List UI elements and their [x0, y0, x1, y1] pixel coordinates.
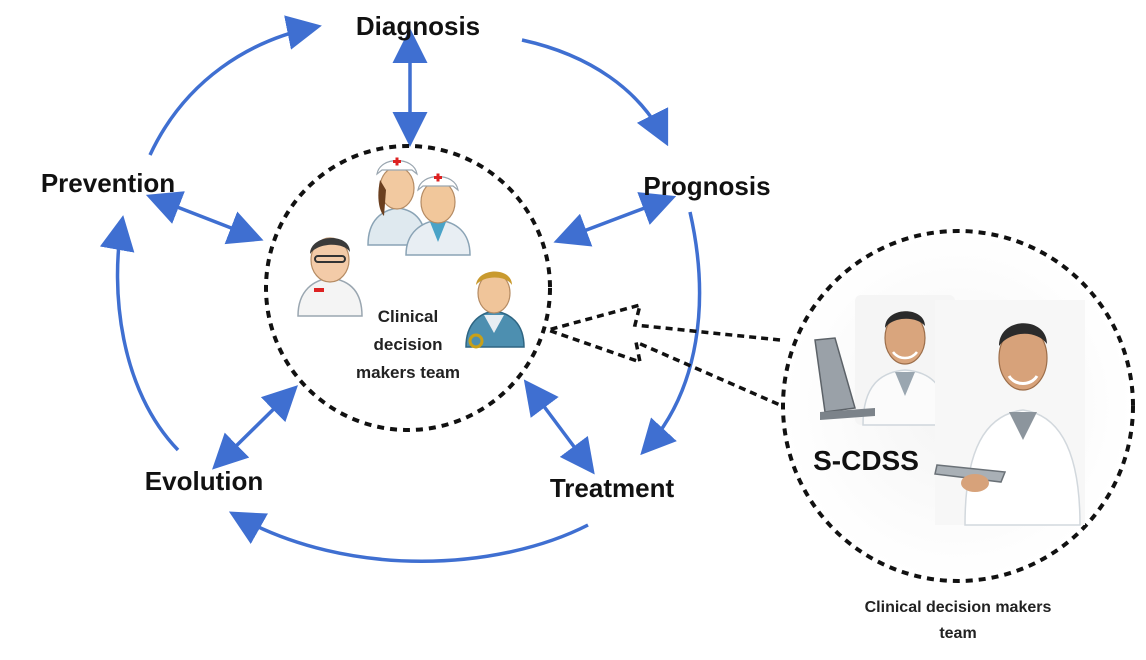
stage-evolution: Evolution: [145, 466, 263, 496]
arrow-treatment-to-evolution: [228, 511, 589, 563]
stage-prevention: Prevention: [41, 168, 175, 198]
doctor-icon: [405, 173, 471, 256]
arrow-prognosis-center: [553, 192, 677, 247]
arrow-prevention-to-diagnosis: [148, 15, 322, 156]
center-team-circle: [264, 144, 552, 432]
arrow-evolution-center: [212, 385, 298, 470]
arrow-treatment-center: [523, 379, 595, 475]
scdss-label: S-CDSS: [813, 445, 919, 476]
center-arrows: [145, 28, 677, 475]
arrow-evolution-to-prevention: [99, 215, 180, 452]
arrow-prognosis-to-treatment: [640, 211, 702, 456]
stage-prognosis: Prognosis: [643, 171, 770, 201]
arrow-prevention-center: [145, 191, 264, 245]
stage-treatment: Treatment: [550, 473, 675, 503]
physician-icon: [297, 237, 363, 317]
center-label-line1: Clinical: [378, 307, 438, 326]
arrow-diagnosis-to-prognosis: [521, 38, 669, 147]
laptop-doctor-icon: [814, 295, 955, 426]
cycle-arrows: [99, 15, 702, 563]
center-label-line3: makers team: [356, 363, 460, 382]
caption-line2: team: [939, 625, 976, 642]
tablet-doctor-icon: [934, 300, 1085, 526]
surgeon-icon: [465, 271, 525, 349]
caption-line1: Clinical decision makers: [865, 599, 1052, 616]
scdss-to-center-arrow: [542, 302, 781, 407]
stage-diagnosis: Diagnosis: [356, 11, 480, 41]
center-team-label: Clinical decision makers team: [356, 307, 460, 382]
center-label-line2: decision: [374, 335, 443, 354]
